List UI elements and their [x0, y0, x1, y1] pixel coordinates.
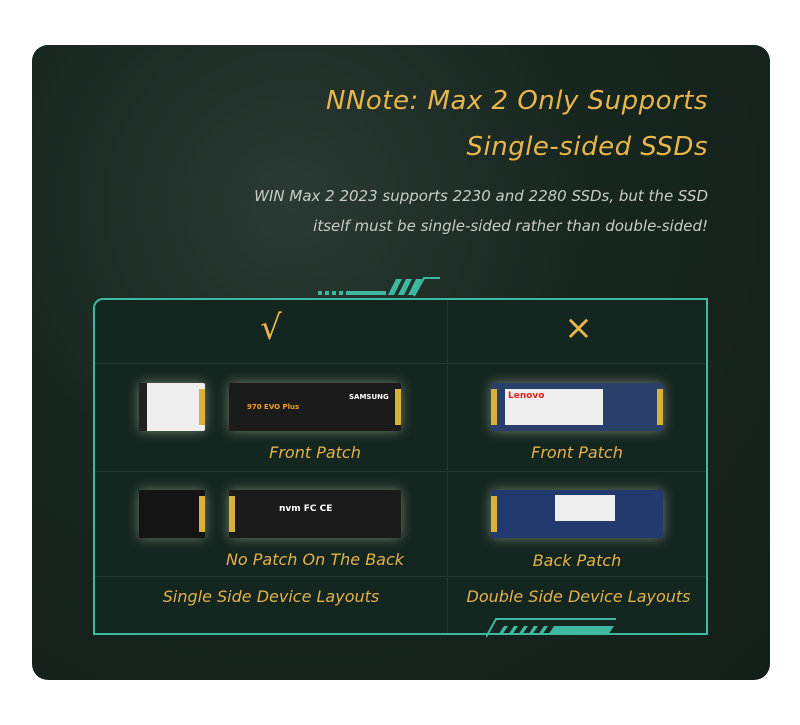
- front-patch-label-right: Front Patch: [531, 443, 623, 462]
- single-side-footer: Single Side Device Layouts: [162, 587, 380, 606]
- heading-line-2: Single-sided SSDs: [466, 132, 708, 162]
- ssd-2230-back: [139, 490, 205, 538]
- subtitle-line-2: itself must be single-sided rather than …: [313, 217, 708, 235]
- checkmark-icon: √: [260, 308, 282, 348]
- ssd-2280-samsung-front: SAMSUNG 970 EVO Plus: [229, 383, 401, 431]
- ssd-2280-lenovo-front: Lenovo: [491, 383, 663, 431]
- heading-line-1: NNote: Max 2 Only Supports: [326, 86, 708, 116]
- front-patch-label-left: Front Patch: [269, 443, 361, 462]
- ssd-2230-front: [139, 383, 205, 431]
- subtitle-line-1: WIN Max 2 2023 supports 2230 and 2280 SS…: [254, 187, 708, 205]
- cross-icon: ×: [564, 308, 593, 348]
- ssd-2280-lenovo-back: [491, 490, 663, 538]
- ssd-2280-samsung-back: nvm FC CE: [229, 490, 401, 538]
- back-patch-label: Back Patch: [532, 551, 622, 570]
- comparison-panel: √ × SAMSUNG 970 EVO Plus Front Patch Len…: [93, 298, 708, 635]
- no-back-patch-label: No Patch On The Back: [225, 550, 405, 569]
- top-decoration-stripes: [318, 277, 440, 297]
- double-side-footer: Double Side Device Layouts: [466, 587, 691, 606]
- bottom-decoration-stripes: [486, 618, 616, 638]
